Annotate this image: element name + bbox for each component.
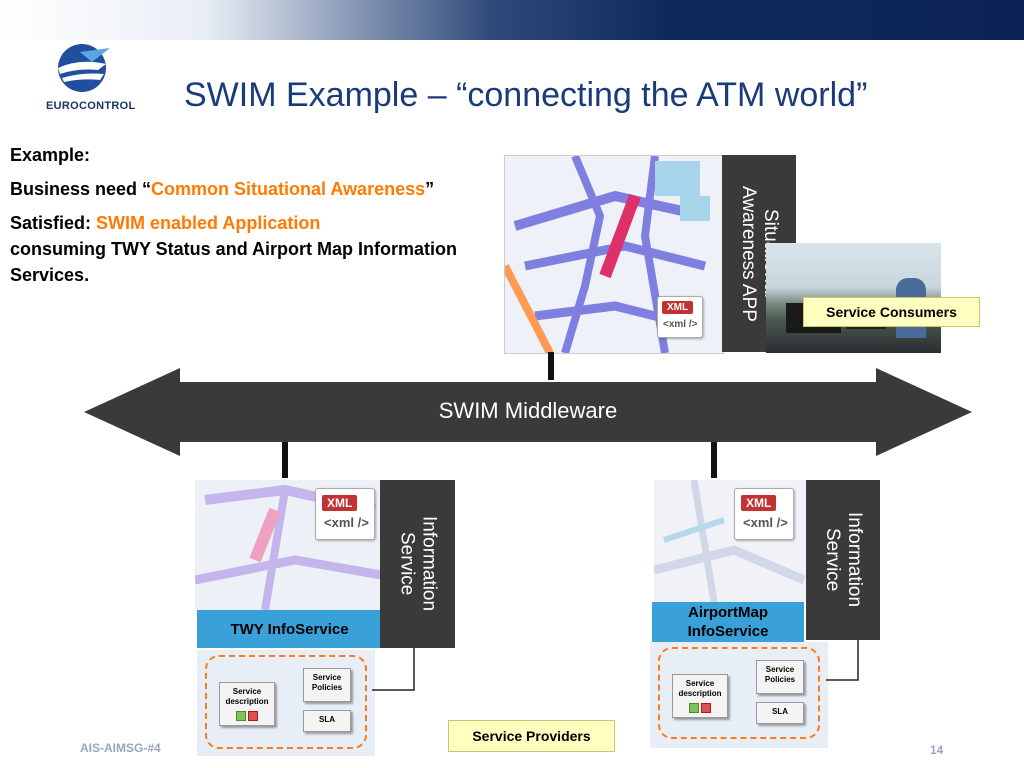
satisfied-prefix: Satisfied:: [10, 213, 97, 233]
left-provider-map: XML <xml />: [195, 480, 381, 610]
xml-inner: <xml />: [743, 515, 788, 530]
consumer-connector: [548, 352, 554, 380]
xml-document-icon: XML <xml />: [315, 488, 375, 540]
left-service-policies-box: Service Policies: [303, 668, 351, 702]
logo-text: EUROCONTROL: [46, 100, 136, 112]
example-heading: Example:: [10, 145, 91, 165]
right-dashed-frame: [658, 647, 820, 739]
consumer-map-panel: XML <xml />: [504, 155, 724, 354]
right-information-service: Information Service: [806, 480, 880, 640]
right-info-label: Information Service: [822, 512, 865, 608]
need-prefix: Business need “: [10, 179, 152, 199]
consumer-xml-doc: XML <xml />: [657, 296, 703, 338]
xml-document-icon: XML <xml />: [657, 296, 703, 338]
middleware-label: SWIM Middleware: [438, 398, 618, 423]
left-xml-doc: XML <xml />: [315, 488, 375, 540]
need-suffix: ”: [425, 179, 435, 199]
right-service-policies-box: Service Policies: [756, 660, 804, 694]
service-policies-label: Service Policies: [311, 673, 343, 692]
left-sla-box: SLA: [303, 710, 351, 732]
right-provider-map: XML <xml />: [654, 480, 806, 602]
right-service-contract: Service description Service Policies SLA: [650, 642, 828, 748]
xml-inner: <xml />: [663, 319, 698, 330]
business-need: Business need “Common Situational Awaren…: [10, 176, 460, 202]
sla-label: SLA: [772, 707, 788, 716]
right-provider-connector: [711, 442, 717, 478]
sla-label: SLA: [319, 715, 335, 724]
satisfied-rest: consuming TWY Status and Airport Map Inf…: [10, 239, 458, 285]
page-number: 14: [930, 743, 944, 757]
right-contract-connector: [826, 640, 859, 681]
service-description-label: Service description: [225, 687, 269, 706]
right-service-description-box: Service description: [672, 674, 728, 718]
service-policies-label: Service Policies: [764, 665, 796, 684]
satisfied-highlight: SWIM enabled Application: [96, 213, 321, 233]
xml-document-icon: XML <xml />: [734, 488, 794, 540]
left-provider-connector: [282, 442, 288, 478]
need-highlight: Common Situational Awareness: [151, 179, 426, 199]
left-contract-connector: [372, 648, 415, 691]
airportmap-infoservice-label: AirportMap InfoService: [652, 602, 804, 642]
xml-badge: XML: [662, 301, 694, 314]
twy-infoservice-label: TWY InfoService: [197, 610, 382, 648]
left-service-description-box: Service description: [219, 682, 275, 726]
right-xml-doc: XML <xml />: [734, 488, 794, 540]
satisfied-line: Satisfied: SWIM enabled Application consu…: [10, 210, 460, 288]
left-service-contract: Service description Service Policies SLA: [197, 650, 375, 756]
footer-left: AIS-AIMSG-#4: [80, 741, 161, 755]
left-dashed-frame: [205, 655, 367, 749]
left-info-label: Information Service: [396, 516, 440, 612]
left-information-service: Information Service: [380, 480, 455, 648]
swim-middleware-arrow: [84, 368, 972, 456]
eurocontrol-logo-icon: [58, 44, 110, 92]
right-sla-box: SLA: [756, 702, 804, 724]
xml-inner: <xml />: [324, 515, 369, 530]
page-title: SWIM Example – “connecting the ATM world…: [184, 76, 868, 114]
service-consumers-badge: Service Consumers: [803, 297, 980, 327]
service-providers-badge: Service Providers: [448, 720, 615, 752]
header-bar: [0, 0, 1024, 40]
xml-badge: XML: [322, 495, 358, 511]
example-description: Example: Business need “Common Situation…: [10, 142, 460, 296]
service-description-label: Service description: [678, 679, 722, 698]
xml-badge: XML: [741, 495, 777, 511]
